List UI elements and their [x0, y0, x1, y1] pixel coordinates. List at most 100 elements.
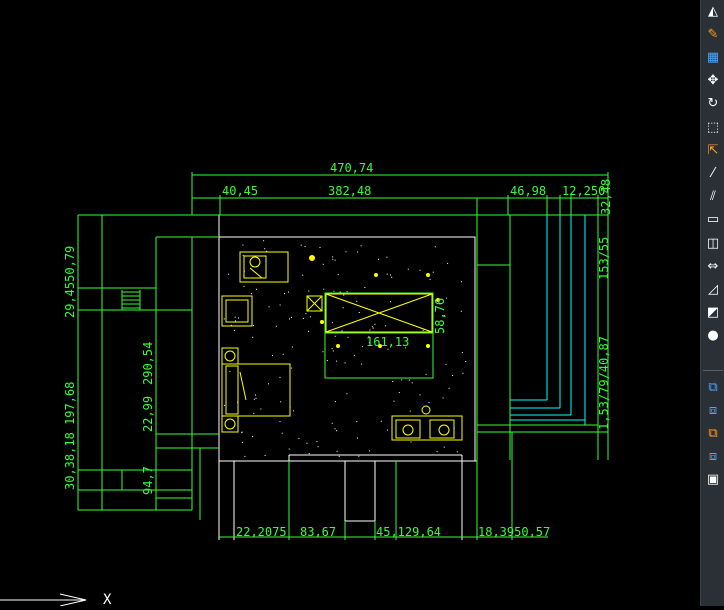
- star-dot: [356, 300, 358, 302]
- move-button[interactable]: ✥: [704, 72, 722, 90]
- star-dot: [255, 397, 257, 399]
- star-dot: [308, 453, 310, 455]
- erase-button[interactable]: ✎: [704, 25, 722, 43]
- star-dot: [442, 397, 444, 399]
- ceiling-texture: [223, 240, 467, 457]
- array-button[interactable]: ▦: [704, 48, 722, 66]
- star-dot: [419, 269, 421, 271]
- trim-button[interactable]: ⁄: [704, 164, 722, 182]
- star-dot: [241, 432, 243, 434]
- star-dot: [243, 285, 245, 287]
- copy-button[interactable]: ⧉: [704, 378, 722, 396]
- star-dot: [461, 352, 463, 354]
- match-icon: ⧈: [708, 449, 718, 465]
- scale-button[interactable]: ⬚: [704, 118, 722, 136]
- rotate-button[interactable]: ↻: [704, 95, 722, 113]
- star-dot: [233, 329, 235, 331]
- star-dot: [425, 373, 427, 375]
- star-dot: [334, 335, 336, 337]
- break-icon: ▭: [706, 212, 720, 228]
- star-dot: [268, 306, 270, 308]
- star-dot: [405, 347, 407, 349]
- star-dot: [436, 451, 438, 453]
- star-dot: [393, 400, 395, 402]
- star-dot: [264, 248, 266, 250]
- star-dot: [302, 317, 304, 319]
- fillet-button[interactable]: ◿: [704, 280, 722, 298]
- star-dot: [255, 394, 256, 396]
- star-dot: [358, 312, 360, 313]
- star-dot: [361, 363, 363, 365]
- star-dot: [332, 258, 334, 260]
- stretch-button[interactable]: ⇱: [704, 141, 722, 159]
- star-dot: [462, 372, 464, 374]
- hidden-lines: [510, 215, 586, 425]
- extend-button[interactable]: ⫽: [704, 188, 722, 206]
- star-dot: [302, 274, 304, 276]
- star-dot: [284, 293, 285, 295]
- stretch-icon: ⇱: [707, 142, 719, 158]
- star-dot: [291, 367, 293, 369]
- offset-button[interactable]: ●: [704, 327, 722, 345]
- paste-button[interactable]: ⧈: [704, 401, 722, 419]
- star-dot: [358, 455, 360, 457]
- star-dot: [331, 348, 333, 350]
- trim-icon: ⁄: [711, 165, 715, 181]
- star-dot: [338, 455, 340, 457]
- star-dot: [452, 375, 454, 376]
- chamfer-button[interactable]: ⇔: [704, 257, 722, 275]
- block-button[interactable]: ▣: [704, 471, 722, 489]
- star-dot: [230, 324, 232, 326]
- mirror-button[interactable]: ◭: [704, 2, 722, 20]
- star-dot: [333, 290, 335, 292]
- star-dot: [332, 350, 334, 352]
- block-icon: ▣: [706, 472, 720, 488]
- star-dot: [253, 325, 254, 327]
- star-dot: [372, 327, 374, 329]
- drawing-canvas[interactable]: 470,74 40,45 382,48 46,98 12,250 161,13 …: [0, 0, 700, 608]
- star-dot: [444, 315, 446, 317]
- dim-top-r3: 32,48: [599, 179, 613, 215]
- star-dot: [280, 401, 282, 403]
- dim-left-2: 290,54: [141, 342, 155, 385]
- star-dot: [386, 256, 388, 258]
- star-dot: [445, 363, 447, 365]
- layer-button[interactable]: ⧉: [704, 424, 722, 442]
- paste-icon: ⧈: [708, 402, 718, 418]
- star-dot: [250, 293, 252, 295]
- star-dot: [336, 450, 338, 452]
- star-dot: [360, 245, 362, 247]
- star-dot: [317, 446, 319, 448]
- star-dot: [253, 398, 255, 400]
- star-dot: [337, 274, 339, 276]
- dim-top-total: 470,74: [330, 161, 373, 175]
- star-dot: [411, 382, 413, 384]
- star-dot: [428, 402, 430, 403]
- break-button[interactable]: ▭: [704, 211, 722, 229]
- star-dot: [252, 336, 254, 338]
- star-dot: [319, 247, 321, 248]
- floor-plan: 470,74 40,45 382,48 46,98 12,250 161,13 …: [0, 161, 613, 608]
- join-button[interactable]: ◫: [704, 234, 722, 252]
- explode-button[interactable]: ◩: [704, 304, 722, 322]
- star-dot: [223, 318, 225, 320]
- ucs-icon: X: [0, 592, 112, 608]
- scale-icon: ⬚: [706, 119, 720, 135]
- star-dot: [322, 263, 324, 265]
- star-dot: [291, 316, 292, 318]
- star-dot: [443, 446, 445, 448]
- match-button[interactable]: ⧈: [704, 448, 722, 466]
- star-dot: [345, 251, 347, 253]
- star-dot: [410, 441, 412, 443]
- star-dot: [447, 262, 449, 264]
- star-dot: [446, 297, 448, 299]
- star-dot: [253, 412, 255, 414]
- array-icon: ▦: [706, 49, 720, 65]
- dim-left-5: 94,7: [141, 466, 155, 495]
- dim-inner-w: 161,13: [366, 335, 409, 349]
- star-dot: [332, 256, 334, 258]
- star-dot: [331, 322, 333, 324]
- star-dot: [304, 246, 306, 247]
- star-dot: [308, 330, 309, 332]
- star-dot: [346, 291, 348, 293]
